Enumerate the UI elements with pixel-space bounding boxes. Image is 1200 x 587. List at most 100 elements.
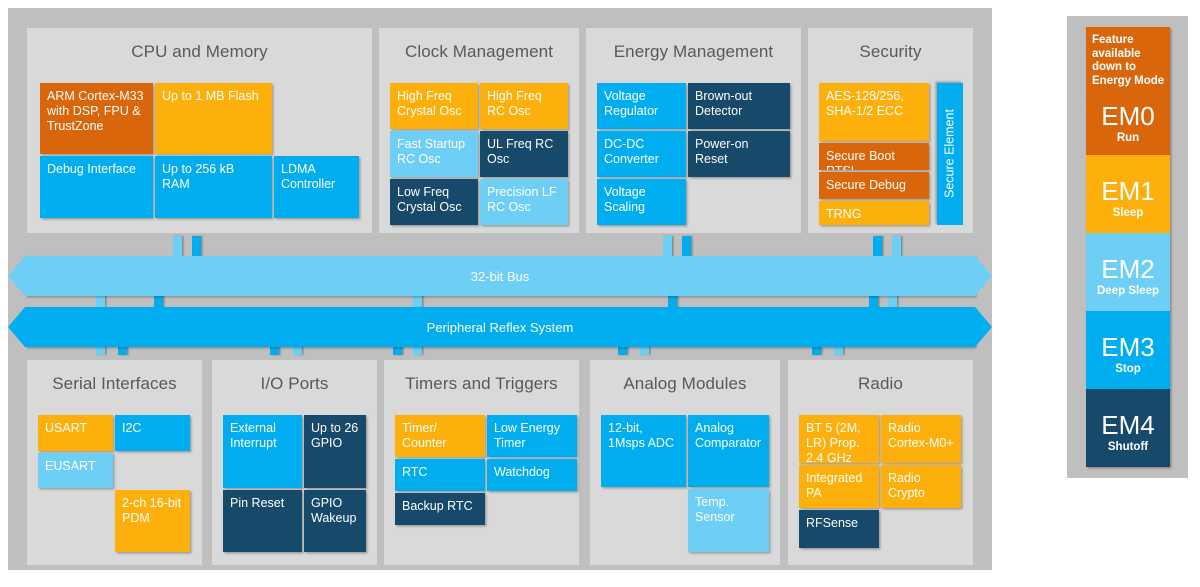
block-gpio-wakeup[interactable]: GPIO Wakeup — [304, 490, 366, 552]
group-serial-interfaces: Serial Interfaces USART I2C EUSART 2-ch … — [27, 360, 202, 565]
legend-item-em4[interactable]: EM4 Shutoff — [1086, 389, 1170, 467]
block-ram[interactable]: Up to 256 kB RAM — [155, 156, 272, 218]
block-secure-element[interactable]: Secure Element — [937, 83, 963, 225]
block-timer-counter[interactable]: Timer/ Counter — [395, 415, 485, 457]
group-title: CPU and Memory — [131, 42, 268, 61]
block-secure-debug[interactable]: Secure Debug — [819, 172, 929, 199]
block-pdm[interactable]: 2-ch 16-bit PDM — [115, 490, 190, 552]
connector-stub — [173, 236, 182, 264]
legend-em4-name: Shutoff — [1107, 441, 1149, 453]
block-power-on-reset[interactable]: Power-on Reset — [688, 131, 790, 177]
block-gpio[interactable]: Up to 26 GPIO — [304, 415, 366, 488]
block-pin-reset[interactable]: Pin Reset — [223, 490, 302, 552]
block-flash[interactable]: Up to 1 MB Flash — [155, 83, 272, 154]
block-low-energy-timer[interactable]: Low Energy Timer — [487, 415, 577, 457]
group-title: Analog Modules — [623, 374, 747, 393]
connector-stub — [154, 293, 163, 319]
block-radio-crypto[interactable]: Radio Crypto — [881, 465, 961, 508]
group-radio: Radio BT 5 (2M, LR) Prop. 2.4 GHz Radio … — [788, 360, 973, 565]
bus-label: 32-bit Bus — [470, 268, 530, 284]
block-dc-dc-converter[interactable]: DC-DC Converter — [597, 131, 686, 177]
legend-item-em2[interactable]: EM2 Deep Sleep — [1086, 233, 1170, 311]
block-analog-comparator[interactable]: Analog Comparator — [688, 415, 769, 487]
group-energy-management: Energy Management Voltage Regulator Brow… — [586, 28, 801, 233]
legend-em0-id: EM0 — [1101, 101, 1155, 131]
group-analog-modules: Analog Modules 12-bit, 1Msps ADC Analog … — [590, 360, 780, 565]
block-temp-sensor[interactable]: Temp. Sensor — [688, 489, 769, 552]
connector-stub — [293, 345, 302, 355]
group-title: Clock Management — [404, 42, 554, 61]
bus-32bit: 32-bit Bus — [25, 256, 975, 296]
block-ul-freq-rc-osc[interactable]: UL Freq RC Osc — [480, 131, 568, 177]
group-cpu-and-memory: CPU and Memory ARM Cortex-M33 with DSP, … — [27, 28, 372, 233]
connector-stub — [668, 293, 677, 319]
block-integrated-pa[interactable]: Integrated PA — [799, 465, 879, 508]
legend-em1-id: EM1 — [1101, 176, 1155, 206]
block-voltage-regulator[interactable]: Voltage Regulator — [597, 83, 686, 129]
diagram-canvas: 32-bit Bus Peripheral Reflex System CPU … — [8, 8, 992, 570]
connector-stub — [888, 293, 897, 319]
group-security: Security AES-128/256, SHA-1/2 ECC Secure… — [808, 28, 973, 233]
group-io-ports: I/O Ports External Interrupt Up to 26 GP… — [212, 360, 377, 565]
block-hf-crystal-osc[interactable]: High Freq Crystal Osc — [390, 83, 478, 129]
legend-em1-name: Sleep — [1112, 207, 1144, 219]
block-fast-startup-rc-osc[interactable]: Fast Startup RC Osc — [390, 131, 478, 177]
block-external-interrupt[interactable]: External Interrupt — [223, 415, 302, 488]
connector-stub — [270, 345, 279, 355]
connector-stub — [812, 345, 821, 355]
legend-item-em3[interactable]: EM3 Stop — [1086, 311, 1170, 389]
connector-stub — [413, 293, 422, 319]
block-adc[interactable]: 12-bit, 1Msps ADC — [601, 415, 686, 487]
legend-em4-id: EM4 — [1101, 410, 1155, 440]
connector-stub — [192, 236, 201, 264]
group-timers-and-triggers: Timers and Triggers Timer/ Counter Low E… — [384, 360, 579, 565]
block-voltage-scaling[interactable]: Voltage Scaling — [597, 179, 686, 225]
legend-em2-name: Deep Sleep — [1097, 285, 1159, 297]
block-debug-interface[interactable]: Debug Interface — [40, 156, 153, 218]
block-rtc[interactable]: RTC — [395, 459, 485, 491]
group-title: Security — [859, 42, 922, 61]
legend-item-em1[interactable]: EM1 Sleep — [1086, 155, 1170, 233]
block-eusart[interactable]: EUSART — [38, 453, 113, 488]
bus-label: Peripheral Reflex System — [426, 319, 574, 335]
connector-stub — [892, 236, 901, 264]
block-radio-cortex-m0plus[interactable]: Radio Cortex-M0+ — [881, 415, 961, 463]
legend-note: Feature available down to Energy Mode — [1092, 34, 1165, 87]
legend-em3-id: EM3 — [1101, 332, 1155, 362]
block-ldma-controller[interactable]: LDMA Controller — [274, 156, 359, 218]
block-precision-lf-rc-osc[interactable]: Precision LF RC Osc — [480, 179, 568, 225]
connector-stub — [640, 345, 649, 355]
group-title: Energy Management — [613, 42, 774, 61]
connector-stub — [663, 236, 672, 264]
block-bt5-prop[interactable]: BT 5 (2M, LR) Prop. 2.4 GHz — [799, 415, 879, 463]
block-lf-crystal-osc[interactable]: Low Freq Crystal Osc — [390, 179, 478, 225]
connector-stub — [618, 345, 627, 355]
block-rfsense[interactable]: RFSense — [799, 510, 879, 548]
connector-stub — [873, 236, 882, 264]
group-title: Timers and Triggers — [405, 374, 558, 393]
group-title: I/O Ports — [260, 374, 329, 393]
block-backup-rtc[interactable]: Backup RTC — [395, 493, 485, 525]
bus-prs: Peripheral Reflex System — [25, 307, 975, 347]
connector-stub — [869, 293, 878, 319]
block-aes-sha-ecc[interactable]: AES-128/256, SHA-1/2 ECC — [819, 83, 929, 141]
block-trng[interactable]: TRNG — [819, 201, 929, 225]
legend-em3-name: Stop — [1115, 363, 1141, 375]
group-clock-management: Clock Management High Freq Crystal Osc H… — [379, 28, 579, 233]
legend-em0-name: Run — [1116, 132, 1140, 144]
legend-em2-id: EM2 — [1101, 254, 1155, 284]
block-brown-out-detector[interactable]: Brown-out Detector — [688, 83, 790, 129]
legend-item-em0[interactable]: Feature available down to Energy Mode EM… — [1086, 27, 1170, 155]
block-watchdog[interactable]: Watchdog — [487, 459, 577, 491]
connector-stub — [682, 236, 691, 264]
connector-stub — [118, 345, 127, 355]
group-title: Radio — [858, 374, 903, 393]
block-i2c[interactable]: I2C — [115, 415, 190, 451]
connector-stub — [393, 345, 402, 355]
block-secure-boot-rtsl[interactable]: Secure Boot RTSL — [819, 143, 929, 170]
block-arm-cortex-m33[interactable]: ARM Cortex-M33 with DSP, FPU & TrustZone — [40, 83, 153, 154]
block-hf-rc-osc[interactable]: High Freq RC Osc — [480, 83, 568, 129]
connector-stub — [834, 345, 843, 355]
group-title: Serial Interfaces — [52, 374, 177, 393]
block-usart[interactable]: USART — [38, 415, 113, 451]
